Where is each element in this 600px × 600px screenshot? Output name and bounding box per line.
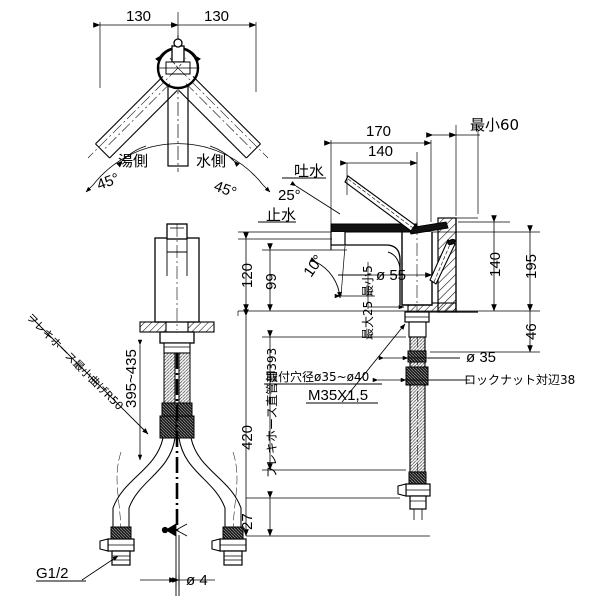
dim-spout-reach-170: 170 bbox=[366, 123, 391, 140]
front-view-group bbox=[237, 125, 540, 537]
dim-top-right-130: 130 bbox=[204, 8, 229, 25]
dim-hose-straight-393: フレキホース直管部393 bbox=[264, 348, 279, 478]
dimension-text-layer: 130 130 湯側 水側 45° 45° フレキホース最小曲げR50 395~… bbox=[24, 8, 575, 589]
side-view-group bbox=[29, 223, 247, 596]
label-thread-g12: G1/2 bbox=[36, 565, 69, 582]
dim-spout-reach-140: 140 bbox=[368, 143, 393, 160]
dim-tube-dia-4: ø 4 bbox=[186, 572, 208, 589]
dim-top-left-130: 130 bbox=[126, 8, 151, 25]
dim-bottom-27: 27 bbox=[239, 513, 256, 530]
label-locknut: ロックナット対辺38 bbox=[464, 373, 575, 387]
dim-height-195: 195 bbox=[523, 254, 540, 279]
dim-height-140: 140 bbox=[487, 252, 504, 277]
label-hose-bend-radius: フレキホース最小曲げR50 bbox=[24, 311, 126, 413]
dim-height-120: 120 bbox=[239, 263, 256, 288]
label-angle-left: 45° bbox=[95, 170, 122, 194]
label-body-dia-55: ø 55 bbox=[376, 267, 406, 284]
dim-height-46: 46 bbox=[523, 323, 540, 340]
label-mount-hole: 取付穴径ø35~ø40 bbox=[266, 369, 369, 384]
dim-height-99: 99 bbox=[263, 273, 280, 290]
dim-total-420: 420 bbox=[239, 425, 256, 450]
label-lever-angle-25: 25° bbox=[278, 187, 301, 204]
label-counter-thickness: 最大25 最小5 bbox=[361, 265, 375, 340]
dim-clearance-min-60: 最小60 bbox=[470, 116, 519, 134]
top-view-group bbox=[85, 12, 271, 193]
label-shutoff: 止水 bbox=[266, 206, 296, 224]
label-cold-side: 水側 bbox=[196, 152, 226, 170]
label-discharge: 吐水 bbox=[294, 162, 324, 180]
label-swivel-angle-10: 10° bbox=[300, 252, 327, 280]
dim-hose-length-395-435: 395~435 bbox=[123, 349, 140, 408]
label-shank-dia-35: ø 35 bbox=[466, 349, 496, 366]
label-angle-right: 45° bbox=[212, 178, 239, 202]
label-hot-side: 湯側 bbox=[118, 152, 148, 170]
label-thread-spec: M35X1,5 bbox=[308, 387, 368, 404]
